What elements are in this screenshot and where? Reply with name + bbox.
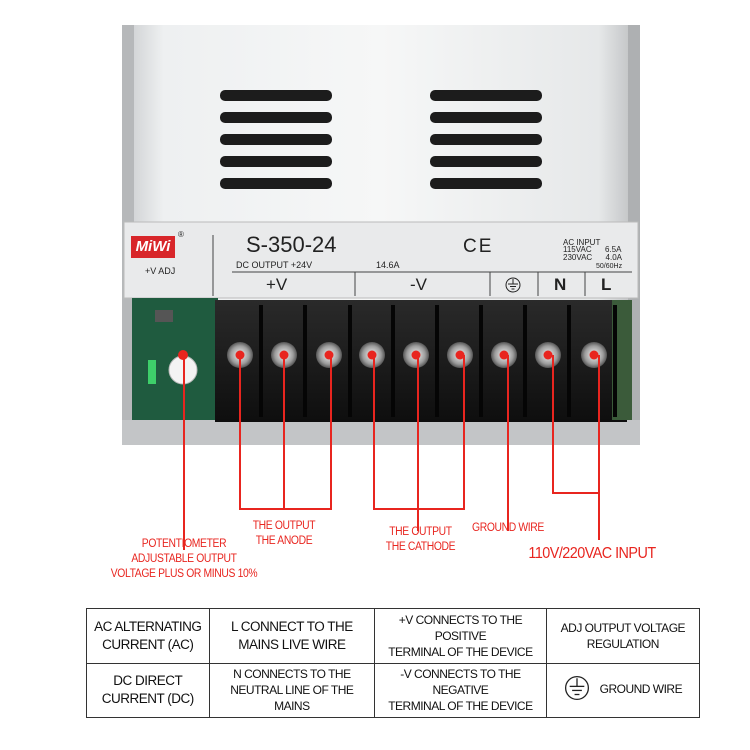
annotation-line: THE OUTPUT <box>252 520 316 532</box>
model-number: S-350-24 <box>246 232 337 257</box>
terminal-divider <box>435 305 439 417</box>
terminal-divider <box>348 305 352 417</box>
frequency: 50/60Hz <box>596 263 623 270</box>
terminal-divider <box>303 305 307 417</box>
terminal-divider <box>391 305 395 417</box>
terminal-marker-dot <box>589 350 599 360</box>
cell-dc: DC DIRECT CURRENT (DC) <box>86 662 210 718</box>
terminal-marker-dot <box>411 350 421 360</box>
brand-logo <box>131 236 175 258</box>
terminal-divider <box>259 305 263 417</box>
ground-symbol-icon <box>505 277 521 298</box>
annotation-line: THE CATHODE <box>385 541 456 553</box>
cell-plus-v: +V CONNECTS TO THE POSITIVE TERMINAL OF … <box>374 608 547 664</box>
table-row: DC DIRECT CURRENT (DC) N CONNECTS TO THE… <box>86 662 701 718</box>
cell-text: GROUND WIRE <box>599 682 683 697</box>
cell-ground: GROUND WIRE <box>545 662 701 718</box>
annotation-cathode: THE OUTPUT THE CATHODE <box>373 525 468 555</box>
cell-text: -V CONNECTS TO THE NEGATIVE TERMINAL OF … <box>388 667 533 714</box>
annotation-line: THE ANODE <box>255 535 313 547</box>
cell-text: N CONNECTS TO THE NEUTRAL LINE OF THE MA… <box>230 667 354 714</box>
cell-ac: AC ALTERNATING CURRENT (AC) <box>86 608 210 664</box>
terminal-marker-dot <box>324 350 334 360</box>
annotation-lines <box>183 355 600 550</box>
registered-mark: ® <box>178 230 184 239</box>
cell-l: L CONNECT TO THE MAINS LIVE WIRE <box>208 608 376 664</box>
annotation-ground: GROUND WIRE <box>472 522 544 534</box>
cell-n: N CONNECTS TO THE NEUTRAL LINE OF THE MA… <box>208 662 376 718</box>
ground-symbol-icon <box>564 675 590 705</box>
terminal-divider <box>479 305 483 417</box>
cell-text: ADJ OUTPUT VOLTAGE REGULATION <box>560 620 686 651</box>
annotation-anode: THE OUTPUT THE ANODE <box>239 519 329 549</box>
ac-input-230: 230VAC 4.0A <box>563 253 622 262</box>
ce-mark: CE <box>463 236 494 257</box>
terminal-label-minus-v: -V <box>410 275 427 294</box>
cell-text: AC ALTERNATING CURRENT (AC) <box>94 618 202 652</box>
annotation-line: ADJUSTABLE OUTPUT <box>131 553 237 565</box>
ac-input-115: 115VAC 6.5A <box>563 245 622 254</box>
cell-text: +V CONNECTS TO THE POSITIVE TERMINAL OF … <box>388 612 533 659</box>
annotation-potentiometer: POTENTIOMETER ADJUSTABLE OUTPUT VOLTAGE … <box>103 537 265 582</box>
terminal-marker-dot <box>367 350 377 360</box>
dc-current: 14.6A <box>376 260 400 270</box>
terminal-label-plus-v: +V <box>266 275 288 294</box>
terminal-divider <box>613 305 617 417</box>
terminal-divider <box>523 305 527 417</box>
vent-slots <box>220 90 542 189</box>
legend-table: AC ALTERNATING CURRENT (AC) L CONNECT TO… <box>86 608 701 718</box>
annotation-line: VOLTAGE PLUS OR MINUS 10% <box>110 568 258 580</box>
cell-adj: ADJ OUTPUT VOLTAGE REGULATION <box>545 608 701 664</box>
dc-output: DC OUTPUT +24V <box>236 260 313 270</box>
adj-label: +V ADJ <box>145 266 176 276</box>
ac-input-title: AC INPUT <box>563 238 601 247</box>
brand-logo-text: MiWi <box>135 238 171 255</box>
annotation-input: 110V/220VAC INPUT <box>528 545 656 562</box>
cell-text: DC DIRECT CURRENT (DC) <box>101 673 195 707</box>
cell-text: L CONNECT TO THE MAINS LIVE WIRE <box>230 618 353 652</box>
annotation-line: THE OUTPUT <box>389 526 452 538</box>
terminal-label-l: L <box>601 275 612 294</box>
terminal-divider <box>567 305 571 417</box>
table-row: AC ALTERNATING CURRENT (AC) L CONNECT TO… <box>86 608 701 664</box>
terminal-marker-dot <box>455 350 465 360</box>
terminal-marker-dot <box>543 350 553 360</box>
cell-minus-v: -V CONNECTS TO THE NEGATIVE TERMINAL OF … <box>374 662 547 718</box>
terminal-label-n: N <box>554 275 567 294</box>
annotation-line: POTENTIOMETER <box>141 538 227 550</box>
terminal-marker-dot <box>499 350 509 360</box>
